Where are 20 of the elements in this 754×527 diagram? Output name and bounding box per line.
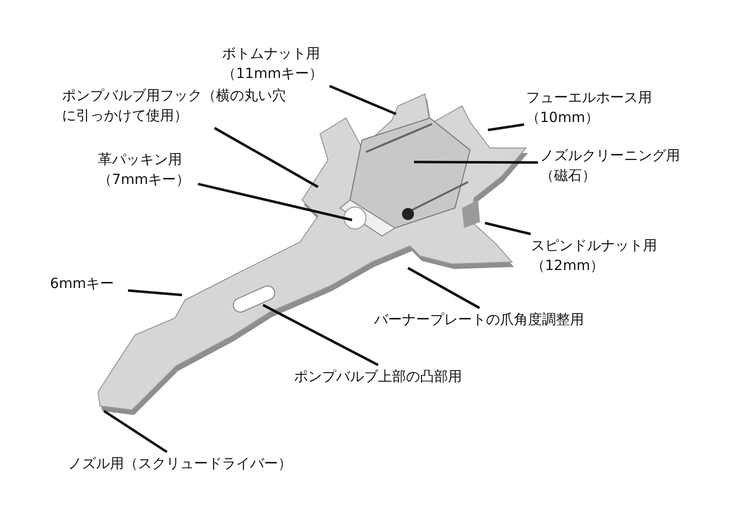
leader-line xyxy=(484,222,531,236)
leader-line xyxy=(488,123,524,132)
leader-line xyxy=(128,289,182,296)
leader-line xyxy=(198,182,352,222)
callout-label: ボトムナット用（11mmキー） xyxy=(222,44,342,84)
callout-label: ポンプバルブ上部の凸部用 xyxy=(294,367,504,387)
leader-line xyxy=(103,410,168,454)
callout-label: バーナープレートの爪角度調整用 xyxy=(374,310,624,330)
callout-label: 6mmキー xyxy=(50,274,126,294)
callout-label: ノズルクリーニング用（磁石） xyxy=(540,146,700,186)
callout-label: ノズル用（スクリュードライバー） xyxy=(68,454,300,474)
callout-label: フューエルホース用（10mm） xyxy=(526,88,674,128)
leader-line xyxy=(262,304,379,366)
callout-label: スピンドルナット用（12mm） xyxy=(531,236,681,276)
leader-line xyxy=(214,126,319,188)
callout-label: 革パッキン用（7mmキー） xyxy=(98,150,196,190)
callout-label: ポンプバルブ用フック（横の丸い穴に引っかけて使用） xyxy=(62,86,294,126)
leader-line xyxy=(407,266,480,310)
leader-line xyxy=(329,84,396,116)
leader-line xyxy=(414,160,538,164)
